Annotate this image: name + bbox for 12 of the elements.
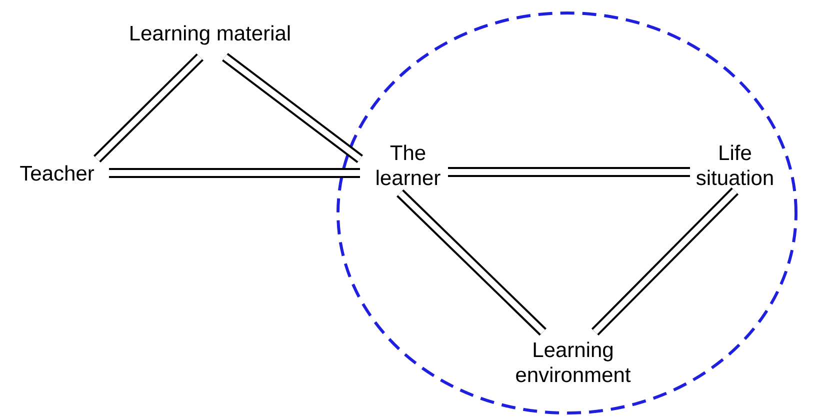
- dashed-ellipse: [336, 12, 798, 414]
- double-line: [222, 53, 364, 163]
- label-text: Teacher: [20, 165, 94, 181]
- double-line: [591, 187, 739, 336]
- double-line: [396, 189, 546, 336]
- label-text: Learning material: [130, 25, 290, 45]
- label-text: The learner: [376, 144, 440, 186]
- double-line: [109, 168, 360, 178]
- double-line: [94, 53, 204, 163]
- label-text: Life situation: [696, 144, 773, 186]
- double-line: [448, 167, 690, 177]
- label-text: Learning environment: [516, 342, 631, 382]
